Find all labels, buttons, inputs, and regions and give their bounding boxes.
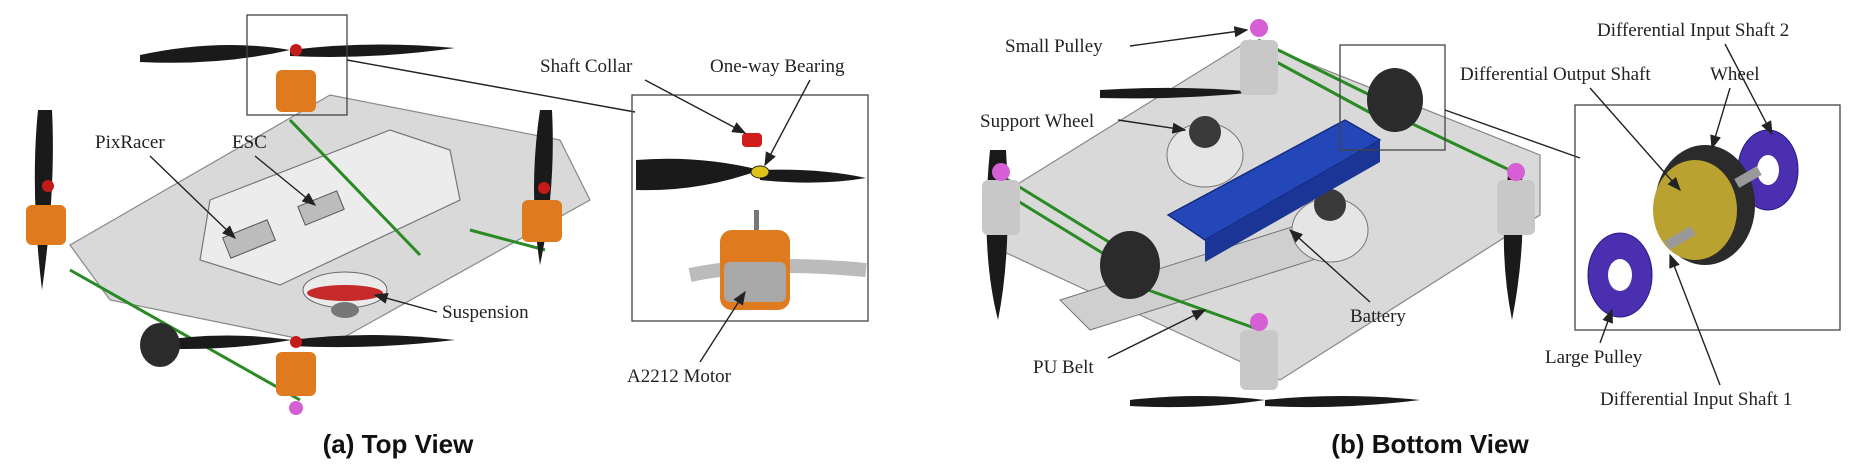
propeller-left	[34, 110, 53, 290]
drive-wheel-b-left	[1100, 231, 1160, 299]
leader-diff-input-2	[1724, 43, 1773, 136]
small-pulley-b-right	[1507, 163, 1525, 181]
panel-a-drone	[26, 14, 591, 415]
caption-a: (a) Top View	[323, 429, 474, 459]
motor-b-bottom	[1240, 330, 1278, 390]
label-diff-input-1: Differential Input Shaft 1	[1600, 389, 1792, 410]
small-pulley-b-top	[1250, 19, 1268, 37]
motor-left	[26, 205, 66, 245]
motor-b-left	[982, 180, 1020, 235]
leader-one-way-bearing	[764, 79, 811, 167]
propeller-b-bottom-right	[1265, 396, 1420, 408]
propeller-b-bottom-left	[1130, 396, 1265, 408]
label-battery: Battery	[1350, 306, 1406, 327]
belt-b6	[1399, 116, 1521, 177]
inset-b	[1574, 104, 1841, 331]
prop-nut-bottom	[290, 336, 302, 348]
zoom-connector-a	[346, 59, 636, 113]
propeller-bottom-left	[150, 335, 292, 349]
propeller-top-right	[290, 44, 455, 57]
inset-shaft-collar	[742, 133, 762, 147]
prop-nut-top	[290, 44, 302, 56]
motor-b-right	[1497, 180, 1535, 235]
inset-differential	[1653, 160, 1737, 260]
label-wheel: Wheel	[1710, 64, 1760, 85]
motor-top	[276, 70, 316, 112]
label-diff-input-2: Differential Input Shaft 2	[1597, 20, 1789, 41]
small-pulley-b-bottom	[1250, 313, 1268, 331]
label-large-pulley: Large Pulley	[1545, 347, 1643, 368]
leader-diff-input-1	[1669, 253, 1721, 386]
label-one-way-bearing: One-way Bearing	[710, 56, 845, 77]
zoom-box-b	[1339, 44, 1446, 151]
inset-input-shaft-1	[1664, 226, 1696, 250]
leader-wheel	[1710, 87, 1731, 150]
label-pu-belt: PU Belt	[1033, 357, 1094, 378]
inset-propeller-right	[760, 169, 866, 183]
motor-b-top	[1240, 40, 1278, 95]
label-small-pulley: Small Pulley	[1005, 36, 1103, 57]
prop-nut-left	[42, 180, 54, 192]
support-ball-2	[1314, 189, 1346, 221]
belt-b2	[1257, 50, 1381, 120]
inset-input-shaft-2	[1734, 166, 1762, 188]
leader-support-wheel	[1117, 119, 1187, 134]
motor-bottom	[276, 352, 316, 396]
battery-side	[1205, 140, 1380, 262]
leader-large-pulley	[1599, 308, 1613, 344]
belt-a3	[469, 228, 546, 252]
drive-wheel-b-right	[1367, 68, 1423, 132]
leader-diff-output	[1589, 87, 1681, 192]
inset-propeller-left	[636, 158, 760, 191]
label-a2212-motor: A2212 Motor	[627, 366, 732, 387]
label-pixracer: PixRacer	[95, 132, 165, 153]
leader-suspension	[373, 292, 438, 313]
inset-motor-stator	[724, 262, 786, 302]
suspension-spring	[307, 285, 383, 301]
label-esc: ESC	[232, 132, 267, 153]
label-diff-output: Differential Output Shaft	[1460, 64, 1651, 85]
propeller-bottom-right	[292, 335, 455, 348]
inset-a-frame	[631, 94, 869, 322]
leader-esc	[254, 155, 317, 206]
propeller-top-left	[140, 45, 290, 63]
inset-pulley-2-hub	[1757, 155, 1779, 185]
support-ball-1	[1189, 116, 1221, 148]
inset-a	[631, 94, 869, 322]
support-ball-a	[331, 302, 359, 318]
inset-large-pulley-hub	[1608, 259, 1632, 291]
caption-b: (b) Bottom View	[1331, 429, 1529, 459]
esc-board	[297, 190, 345, 226]
inset-one-way-bearing	[750, 165, 770, 179]
label-support-wheel: Support Wheel	[980, 111, 1094, 132]
prop-nut-right	[538, 182, 550, 194]
leader-shaft-collar	[644, 79, 747, 134]
wheel-a	[140, 323, 180, 367]
inset-motor-shaft	[754, 210, 759, 232]
small-pulley-a-bottom	[289, 401, 303, 415]
zoom-box-a	[246, 14, 348, 116]
leader-small-pulley	[1129, 26, 1249, 47]
belt-a2	[69, 268, 301, 402]
label-suspension: Suspension	[442, 302, 529, 323]
panel-b-drone	[982, 19, 1541, 408]
motor-right	[522, 200, 562, 242]
zoom-connector-b	[1444, 109, 1581, 159]
pixracer-board	[221, 219, 277, 259]
belt-a1	[288, 118, 422, 257]
leader-battery	[1288, 229, 1371, 303]
propeller-b-top	[1100, 87, 1258, 99]
belt-b1	[1257, 38, 1381, 102]
small-pulley-b-left	[992, 163, 1010, 181]
inset-b-frame	[1574, 104, 1841, 331]
leader-a2212-motor	[699, 290, 746, 363]
label-shaft-collar: Shaft Collar	[540, 56, 633, 77]
leader-pu-belt	[1107, 309, 1207, 359]
leader-pixracer	[149, 155, 237, 239]
